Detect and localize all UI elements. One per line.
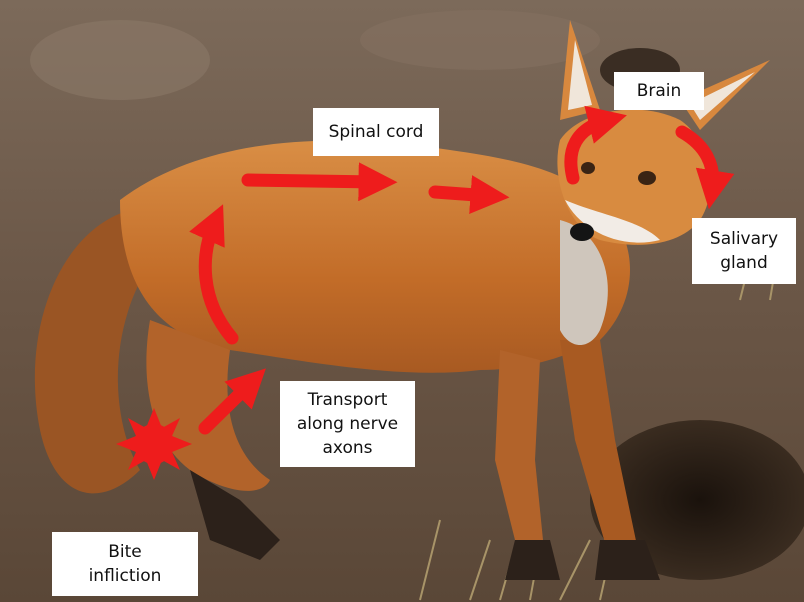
label-brain: Brain <box>614 72 704 110</box>
arrow-along-back <box>248 180 378 182</box>
rock <box>30 20 210 100</box>
fox-nose <box>570 223 594 241</box>
label-spinal-cord: Spinal cord <box>313 108 439 156</box>
fox-eye-right <box>638 171 656 185</box>
fox-eye-left <box>581 162 595 174</box>
label-salivary-gland: Salivary gland <box>692 218 796 284</box>
rock <box>360 10 600 70</box>
arrow-to-neck <box>435 192 490 196</box>
label-bite-infliction: Bite infliction <box>52 532 198 596</box>
label-transport-along-nerve-axons: Transport along nerve axons <box>280 381 415 467</box>
